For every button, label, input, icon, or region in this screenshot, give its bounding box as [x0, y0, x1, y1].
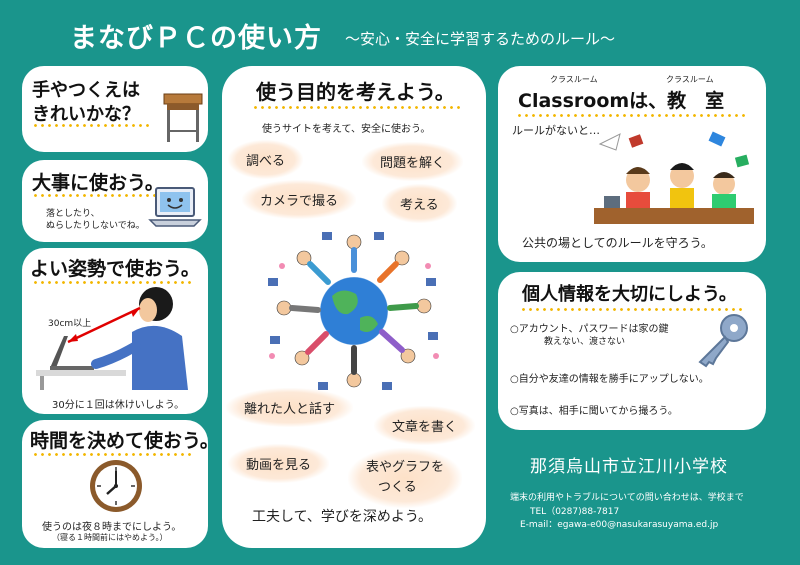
- purpose-solve-problems: 問題を解く: [362, 142, 464, 181]
- chaotic-classroom-illustration: [594, 131, 754, 224]
- purpose-talk-remotely: 離れた人と話す: [226, 388, 354, 427]
- time-note-line2: （寝る１時間前にはやめよう。）: [52, 533, 168, 542]
- card-purpose: 使う目的を考えよう。 使うサイトを考えて、安全に使おう。 調べる 問題を解く カ…: [222, 66, 486, 548]
- posture-heading: よい姿勢で使おう。: [30, 258, 200, 280]
- purpose-closing: 工夫して、学びを深めよう。: [252, 509, 433, 525]
- clean-heading-line1: 手やつくえは: [32, 80, 140, 101]
- desk-icon: [163, 93, 203, 142]
- page-title: まなびＰＣの使い方: [70, 23, 322, 54]
- dotted-rule: [32, 124, 152, 127]
- time-note-line1: 使うのは夜８時までにしよう。: [42, 522, 182, 533]
- clock-icon: [90, 460, 142, 512]
- purpose-heading: 使う目的を考えよう。: [256, 80, 455, 104]
- ruby-classroom-1: クラスルーム: [550, 75, 598, 84]
- card-handle-with-care: 大事に使おう。 落としたり、 ぬらしたりしないでね。: [22, 160, 208, 242]
- public-space-rule: 公共の場としてのルールを守ろう。: [522, 236, 713, 250]
- no-rules-note: ルールがないと…: [512, 124, 600, 137]
- clean-heading-line2: きれいかな？: [32, 104, 140, 125]
- purpose-write-text: 文章を書く: [374, 406, 476, 445]
- purpose-make-charts-line1: 表やグラフを: [366, 460, 445, 475]
- privacy-item-upload: ○自分や友達の情報を勝手にアップしない。: [510, 374, 709, 385]
- contact-note: 端末の利用やトラブルについての問い合わせは、学校まで: [510, 493, 744, 503]
- purpose-think: 考える: [382, 184, 457, 223]
- children-around-globe-illustration: [268, 232, 439, 390]
- dotted-rule: [520, 308, 742, 311]
- card-personal-info: 個人情報を大切にしよう。 ○アカウント、パスワードは家の鍵 教えない、渡さない …: [498, 272, 766, 430]
- purpose-take-photos: カメラで撮る: [242, 180, 357, 219]
- purpose-search: 調べる: [228, 140, 304, 179]
- page-subtitle: ～安心・安全に学習するためのルール～: [345, 30, 616, 48]
- card-good-posture: よい姿勢で使おう。 30cm以上 30分に１回は休けいしよう。: [22, 248, 208, 414]
- school-name: 那須烏山市立江川小学校: [530, 457, 728, 477]
- care-note-line2: ぬらしたりしないでね。: [46, 221, 145, 231]
- privacy-item-password: ○アカウント、パスワードは家の鍵: [510, 324, 669, 335]
- care-note-line1: 落としたり、: [46, 209, 100, 219]
- privacy-heading: 個人情報を大切にしよう。: [522, 284, 737, 305]
- dotted-rule: [32, 281, 192, 284]
- contact-email: E-mail：egawa-e00@nasukarasuyama.ed.jp: [520, 520, 719, 530]
- dotted-rule: [516, 114, 746, 117]
- card-clean-desk: 手やつくえは きれいかな？: [22, 66, 208, 152]
- privacy-item-password-sub: 教えない、渡さない: [544, 337, 626, 347]
- distance-label: 30cm以上: [48, 319, 92, 329]
- posture-note: 30分に１回は休けいしよう。: [52, 400, 185, 411]
- contact-tel: TEL（0287)88-7817: [530, 507, 620, 517]
- card-classroom: クラスルーム クラスルーム Classroomは、教 室 ルールがないと… 公共…: [498, 66, 766, 262]
- smiling-laptop-icon: [148, 187, 202, 227]
- purpose-watch-videos: 動画を見る: [228, 444, 330, 483]
- care-heading: 大事に使おう。: [32, 172, 164, 194]
- purpose-make-charts: 表やグラフを つくる: [348, 448, 463, 508]
- purpose-make-charts-line2: つくる: [378, 480, 417, 495]
- privacy-item-photos: ○写真は、相手に聞いてから撮ろう。: [510, 406, 678, 417]
- posture-illustration: [36, 287, 188, 390]
- dotted-rule: [252, 106, 462, 109]
- classroom-heading: Classroomは、教 室: [518, 90, 725, 112]
- time-heading: 時間を決めて使おう。: [30, 430, 208, 452]
- dotted-rule: [32, 453, 192, 456]
- ruby-classroom-2: クラスルーム: [666, 75, 714, 84]
- card-set-time: 時間を決めて使おう。 使うのは夜８時までにしよう。 （寝る１時間前にはやめよう。…: [22, 420, 208, 548]
- purpose-intro: 使うサイトを考えて、安全に使おう。: [262, 124, 431, 135]
- key-icon: [698, 314, 748, 368]
- dotted-rule: [32, 194, 162, 197]
